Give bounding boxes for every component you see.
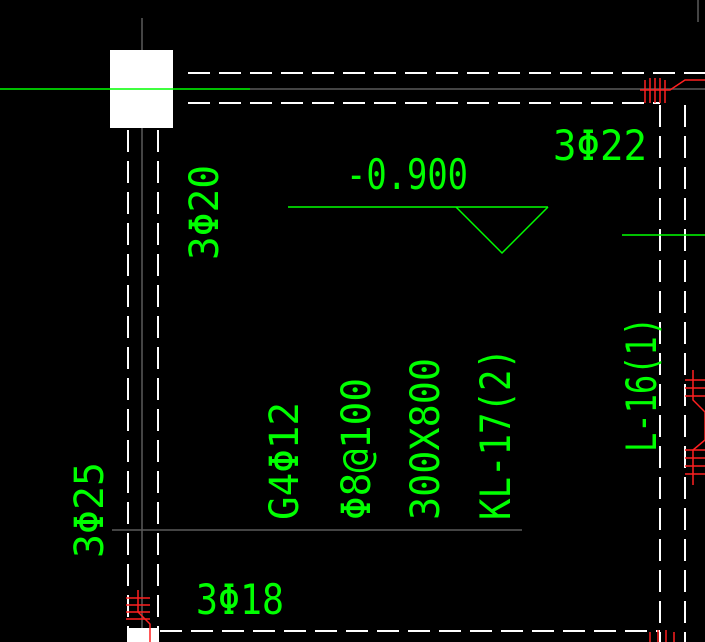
- break-symbols: [126, 78, 705, 642]
- break-symbol-bottom-left: [126, 590, 151, 642]
- elevation-triangle: [455, 206, 549, 255]
- beam-label-kl17: KL-17(2): [471, 348, 520, 520]
- break-symbol-top-right: [640, 78, 705, 103]
- section-size-label: 300X800: [403, 358, 449, 520]
- stirrup-label: Φ8@100: [334, 378, 380, 520]
- beam-label-l16: L-16(1): [617, 317, 666, 452]
- elevation-label: -0.900: [346, 150, 468, 199]
- column-block-bottom: [128, 628, 158, 642]
- annotations: 3Φ22 -0.900 3Φ20 3Φ25 L-16(1) G4Φ12 Φ8@1…: [67, 121, 666, 624]
- beam-outlines: [127, 72, 705, 642]
- break-symbol-bottom-right: [649, 630, 675, 642]
- waist-bar-label: G4Φ12: [262, 402, 308, 520]
- rebar-label-left-column: 3Φ20: [182, 165, 228, 260]
- rebar-label-top-right: 3Φ22: [553, 121, 647, 170]
- green-lines: [0, 88, 705, 255]
- rebar-label-bottom: 3Φ18: [196, 575, 284, 624]
- break-symbol-right-mid: [685, 370, 705, 485]
- rebar-label-left-edge: 3Φ25: [67, 462, 113, 558]
